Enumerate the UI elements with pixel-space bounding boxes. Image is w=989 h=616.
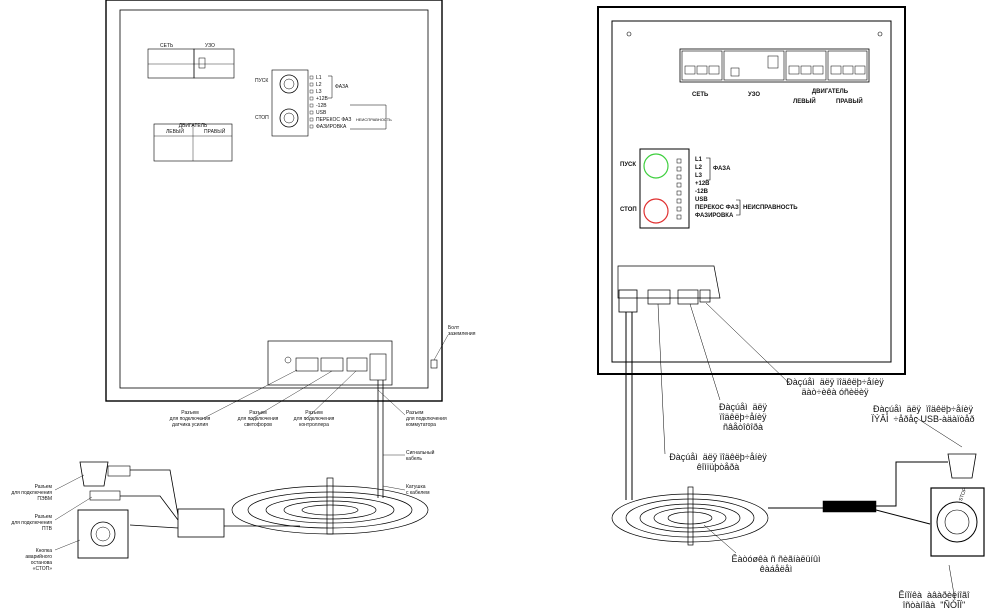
left-label-start: ПУСК xyxy=(255,78,269,84)
right-cabinet-inner xyxy=(611,20,892,363)
left-callout-coil: Катушка с кабелем xyxy=(406,484,430,496)
left-start-button xyxy=(279,74,299,94)
right-emergency-box xyxy=(930,487,985,557)
left-emergency-box xyxy=(77,509,129,559)
left-stop-button xyxy=(279,108,299,128)
right-ind-phase-skew: ПЕРЕКОС ФАЗ xyxy=(695,205,739,211)
right-connector-block xyxy=(617,265,721,299)
right-breaker-net xyxy=(681,50,723,81)
right-callout-coil: Êàòóøêà ñ ñèãíàëüíûì êàáåëåì xyxy=(731,554,821,574)
left-ind-phasing: ФАЗИРОВКА xyxy=(316,124,347,130)
right-callout-sensor: Ðàçúåì äëÿ ïîäêëþ÷åíèÿ äàò÷èêà óñèëèÿ xyxy=(786,377,884,397)
left-callout-lights: Разъем для подключения светофоров xyxy=(237,410,279,428)
left-callout-power: Разъем для подключения ПТВ xyxy=(11,514,52,532)
right-connector-3 xyxy=(699,289,711,303)
right-callout-pc: Ðàçúåì äëÿ ïîäêëþ÷åíèÿ êîìïüþòåðà xyxy=(669,452,767,472)
left-label-stop: СТОП xyxy=(255,115,269,121)
left-connector-3 xyxy=(346,357,368,372)
right-usb-adapter xyxy=(822,500,877,513)
right-breaker-motor-right xyxy=(827,50,868,81)
left-power-connector xyxy=(89,490,121,501)
right-coil-post xyxy=(687,486,694,546)
right-connector-1 xyxy=(647,289,671,305)
right-label-start: ПУСК xyxy=(620,162,637,168)
left-callout-sensor: Разъем для подключения датчика усилия xyxy=(169,410,211,428)
left-callout-switch: Разъем для подключения коммутатора xyxy=(406,410,447,428)
left-motor-title: ДВИГАТЕЛЬ xyxy=(178,123,208,129)
right-stop-lamp xyxy=(643,198,669,224)
right-callout-estop: Êíîïêà àâàðèéíîãî îñòàíîâà "ÑÒÎÏ" xyxy=(898,590,970,610)
left-coil-post xyxy=(326,477,334,535)
right-label-net: СЕТЬ xyxy=(692,92,709,98)
right-group-fault: НЕИСПРАВНОСТЬ xyxy=(743,205,798,211)
left-connector-1 xyxy=(295,357,319,372)
right-callout-lights: Ðàçúåì äëÿ ïîäêëþ÷åíèÿ ñâåòîôîðà xyxy=(718,402,768,432)
right-ind-l1: L1 xyxy=(695,157,703,163)
right-connector-2 xyxy=(677,289,699,305)
left-cabinet-inner xyxy=(119,9,429,389)
right-breaker-uzo xyxy=(723,50,785,81)
right-gland xyxy=(618,289,638,313)
right-breaker-motor-left xyxy=(785,50,827,81)
left-ind-phase-skew: ПЕРЕКОС ФАЗ xyxy=(316,117,352,123)
left-group-faza: ФАЗА xyxy=(335,84,349,90)
left-breaker-uzo xyxy=(193,48,235,79)
left-label-uzo: УЗО xyxy=(205,43,215,49)
left-adapter-box xyxy=(177,508,225,538)
right-label-motor: ДВИГАТЕЛЬ xyxy=(811,89,849,95)
right-cabinet-outer xyxy=(597,6,906,375)
left-ind-plus12: +12В xyxy=(316,96,328,102)
left-db9-connector xyxy=(79,461,109,487)
right-group-faza: ФАЗА xyxy=(713,166,731,172)
right-din-rail xyxy=(679,48,870,83)
left-led-column xyxy=(309,75,314,129)
right-ind-l3: L3 xyxy=(695,173,703,179)
right-callout-usb: Ðàçúåì äëÿ ïîäêëþ÷åíèÿ ÏÝÂÌ ÷åðåç USB-àä… xyxy=(871,404,975,424)
right-db9-connector xyxy=(947,453,977,479)
right-ind-minus12: -12В xyxy=(695,189,709,195)
left-label-net: СЕТЬ xyxy=(160,43,174,49)
left-group-fault: НЕИСПРАВНОСТЬ xyxy=(356,117,392,122)
left-connector-plate xyxy=(267,340,393,386)
left-ind-l1: L1 xyxy=(316,75,322,81)
left-callout-contactor: Разъем для подключения контроллера xyxy=(293,410,335,428)
left-button-box xyxy=(271,69,309,137)
right-start-lamp xyxy=(643,153,669,179)
right-label-stop: СТОП xyxy=(620,207,637,213)
left-ind-l2: L2 xyxy=(316,82,322,88)
right-ind-plus12: +12В xyxy=(695,181,710,187)
right-label-motor-right: ПРАВЫЙ xyxy=(836,99,863,105)
left-ind-minus12: -12В xyxy=(316,103,327,109)
left-ind-usb: USB xyxy=(316,110,327,116)
left-motor-left: ЛЕВЫЙ xyxy=(166,129,184,135)
right-label-uzo: УЗО xyxy=(748,92,761,98)
right-front-panel xyxy=(639,148,690,229)
left-ind-l3: L3 xyxy=(316,89,322,95)
right-label-motor-left: ЛЕВЫЙ xyxy=(793,99,816,105)
left-callout-ground-bolt: Болт заземления xyxy=(448,325,476,337)
left-callout-pc: Разъем для подключения ПЭВМ xyxy=(11,484,52,502)
left-cabinet-outer xyxy=(105,0,443,402)
right-ind-usb: USB xyxy=(695,197,708,203)
left-callout-signal-cable: Сигнальный кабель xyxy=(406,450,435,462)
right-ind-phasing: ФАЗИРОВКА xyxy=(695,213,734,219)
left-motor-right: ПРАВЫЙ xyxy=(204,129,226,135)
left-callout-emergency: Кнопка аварийного останова «СТОП» xyxy=(25,548,52,572)
right-led-column xyxy=(676,158,682,220)
right-coil xyxy=(611,493,769,543)
right-ind-l2: L2 xyxy=(695,165,703,171)
